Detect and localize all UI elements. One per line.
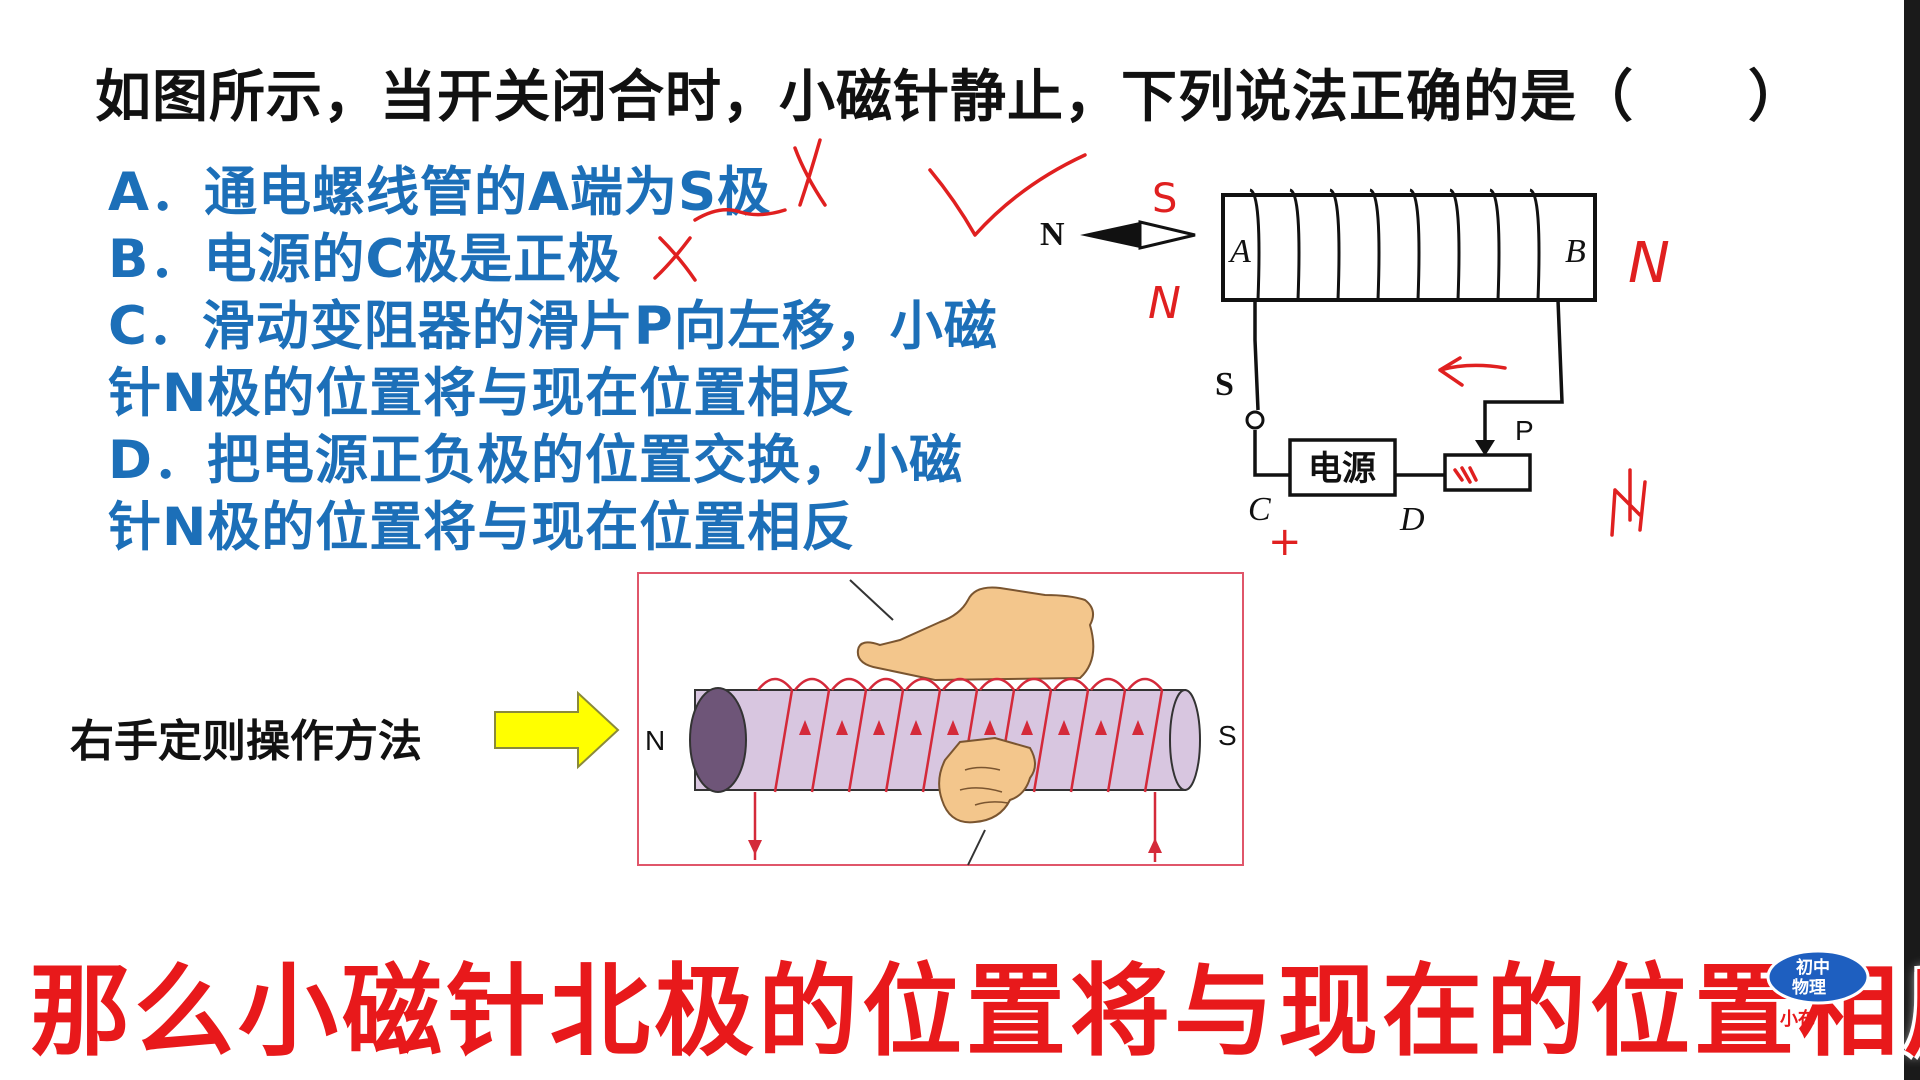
logo-line1: 初中 [1796, 957, 1830, 978]
option-a: A．通电螺线管的A端为S极 [108, 162, 772, 223]
hand-n-mark-left: N [1148, 278, 1181, 329]
hand-finger-lines [959, 766, 1009, 806]
channel-logo: 初中 物理 小布丁 [1766, 949, 1870, 1030]
option-c-line2: 针N极的位置将与现在位置相反 [108, 363, 856, 424]
window-edge [1904, 0, 1920, 1080]
circuit-wires [1253, 299, 1564, 477]
check-mark [928, 153, 1087, 237]
current-arrows [748, 720, 1162, 855]
left-arrow-mark [1438, 356, 1507, 387]
video-subtitle: 那么小磁针北极的位置将与现在的位置相反 [30, 953, 1920, 1070]
hand-double-line-mark [1610, 468, 1647, 537]
option-d-line2: 针N极的位置将与现在位置相反 [108, 497, 856, 558]
right-hand-rule-label: 右手定则操作方法 [70, 716, 422, 767]
switch-label: S [1215, 366, 1234, 403]
hand-n-mark-right: N [1628, 231, 1670, 296]
cylinder-left-end [689, 687, 747, 793]
cross-mark-a [793, 138, 827, 207]
hand-fingers [938, 736, 1036, 824]
logo-brand: 小布丁 [1780, 1008, 1834, 1030]
slider-label: P [1515, 415, 1534, 446]
cross-mark-b [653, 236, 697, 282]
pointer-line-bottom [967, 829, 986, 866]
rheostat-scribble [1453, 466, 1478, 484]
rule-s-pole: S [1218, 720, 1237, 751]
terminal-c-label: C [1248, 491, 1271, 528]
needle-n-label: N [1040, 216, 1065, 253]
switch-contact [1245, 410, 1265, 430]
hand-thumb [856, 586, 1095, 682]
option-d-line1: D．把电源正负极的位置交换，小磁 [108, 430, 963, 491]
option-b: B．电源的C极是正极 [108, 229, 622, 290]
solenoid-body [1221, 193, 1597, 302]
end-a-label: A [1228, 233, 1251, 270]
compass-needle-north [1080, 222, 1140, 248]
compass-needle-south [1138, 220, 1196, 250]
terminal-d-label: D [1399, 501, 1425, 538]
solenoid-coils [1249, 188, 1541, 301]
rule-n-pole: N [645, 725, 665, 756]
cylinder-right-end [1169, 689, 1201, 791]
question-text: 如图所示，当开关闭合时，小磁针静止，下列说法正确的是（ ） [95, 65, 1805, 130]
power-label: 电源 [1308, 449, 1376, 489]
end-b-label: B [1565, 233, 1586, 270]
logo-cloud-icon [1766, 949, 1870, 1005]
rheostat [1443, 453, 1532, 492]
hand-plus-mark: + [1268, 519, 1302, 565]
hand-s-mark: S [1152, 176, 1177, 222]
option-c-line1: C．滑动变阻器的滑片P向左移，小磁 [108, 296, 998, 357]
power-supply [1288, 438, 1397, 497]
underline-mark-a [693, 208, 787, 222]
logo-line2: 物理 [1792, 977, 1826, 998]
rule-coils [753, 677, 1164, 862]
pointer-line-top [849, 579, 894, 621]
slider-arrow [1475, 440, 1495, 456]
yellow-arrow-icon [494, 690, 620, 770]
